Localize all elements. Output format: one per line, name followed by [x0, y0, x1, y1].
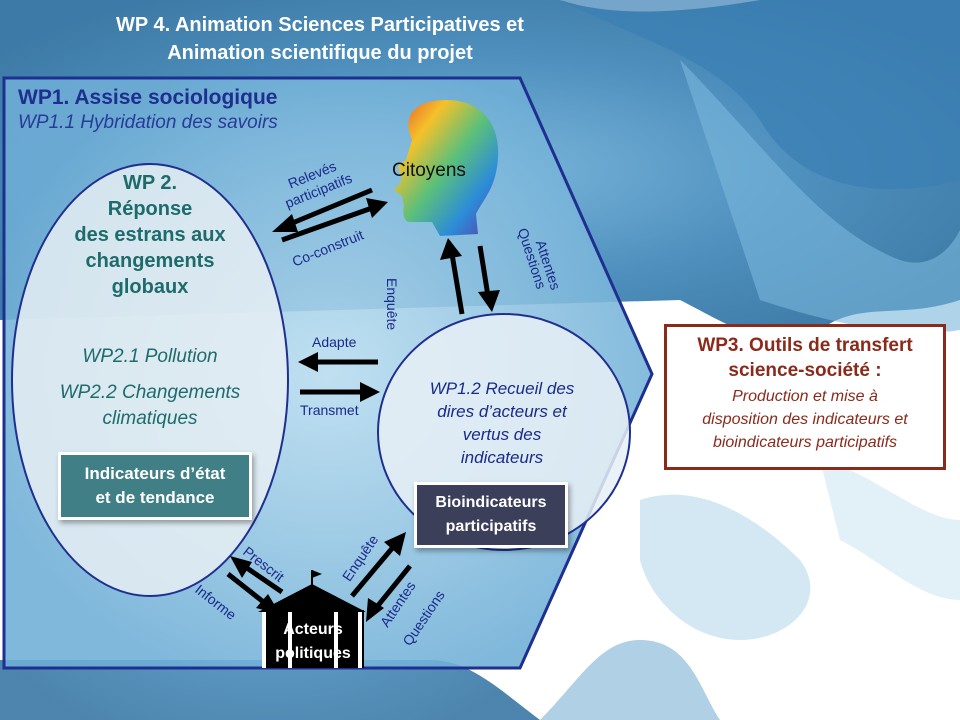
- bioindicateurs-box: Bioindicateurs participatifs: [414, 482, 568, 548]
- wp3-title-line: science-société :: [728, 360, 882, 381]
- wp3-desc-line: disposition des indicateurs et: [702, 411, 908, 428]
- header-line-1: WP 4. Animation Sciences Participatives …: [116, 14, 524, 36]
- wp3-title: WP3. Outils de transfert science-société…: [667, 333, 943, 383]
- citoyens-label: Citoyens: [392, 160, 466, 181]
- wp3-box: WP3. Outils de transfert science-société…: [664, 324, 946, 470]
- wp2-climat-line: climatiques: [102, 408, 198, 429]
- wp2-climat: WP2.2 Changements climatiques: [30, 380, 270, 432]
- wp3-title-line: WP3. Outils de transfert: [697, 335, 913, 356]
- wp2-climat-line: WP2.2 Changements: [59, 382, 241, 403]
- label-adapte: Adapte: [312, 334, 357, 350]
- acteurs-line: Acteurs: [283, 621, 343, 638]
- wp2-pollution: WP2.1 Pollution: [82, 346, 218, 367]
- wp2-title: WP 2. Réponse des estrans aux changement…: [40, 170, 260, 300]
- wp1-title: WP1. Assise sociologique: [18, 86, 278, 109]
- building-icon: [258, 570, 366, 668]
- wp12-line: dires d’acteurs et: [437, 402, 567, 421]
- wp1-subtitle: WP1.1 Hybridation des savoirs: [18, 112, 278, 133]
- wp2-title-line: globaux: [111, 276, 189, 298]
- wp2-title-line: changements: [85, 250, 215, 272]
- wp2-title-line: des estrans aux: [74, 224, 226, 246]
- label-enquete: Enquête: [384, 278, 400, 331]
- wp3-desc-line: Production et mise à: [732, 388, 878, 405]
- arrows: [226, 187, 500, 622]
- indicateurs-line: Indicateurs d’état: [84, 464, 226, 483]
- head-icon: [394, 100, 499, 236]
- acteurs-label: Acteurs politiques: [262, 618, 364, 666]
- indicateurs-box: Indicateurs d’état et de tendance: [58, 452, 252, 520]
- header-line-2: Animation scientifique du projet: [167, 42, 473, 64]
- wp12-line: vertus des: [462, 425, 542, 444]
- indicateurs-line: et de tendance: [95, 488, 215, 507]
- wp12-line: WP1.2 Recueil des: [429, 379, 575, 398]
- wp12-text: WP1.2 Recueil des dires d’acteurs et ver…: [402, 377, 602, 469]
- wp3-description: Production et mise à disposition des ind…: [667, 385, 943, 454]
- wp2-title-line: WP 2.: [122, 172, 178, 194]
- bioindicateurs-line: Bioindicateurs: [435, 494, 547, 511]
- wp3-desc-line: bioindicateurs participatifs: [712, 434, 898, 451]
- acteurs-line: politiques: [275, 645, 351, 662]
- label-transmet: Transmet: [300, 402, 359, 418]
- wp2-title-line: Réponse: [107, 198, 193, 220]
- wp12-line: indicateurs: [460, 448, 544, 467]
- bioindicateurs-line: participatifs: [445, 518, 537, 535]
